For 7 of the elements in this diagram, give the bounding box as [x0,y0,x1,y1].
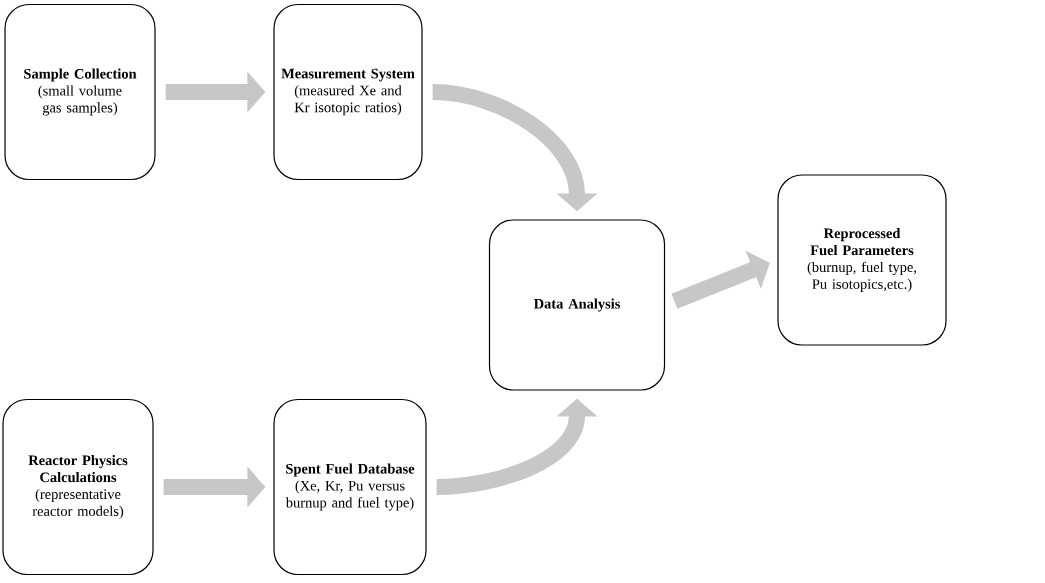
process-box: Reactor Physics Calculations (representative reactor models) [2,398,154,576]
process-box: Measurement System (measured Xe and Kr isotopic ratios) [273,3,423,181]
process-box: Spent Fuel Database (Xe, Kr, Pu versus burnup and fuel type) [273,398,427,576]
block-arrow [671,250,770,309]
process-box: Reprocessed Fuel Parameters (burnup, fuel type, Pu isotopics,etc.) [777,174,947,346]
process-box: Sample Collection (small volume gas samples) [4,3,156,181]
process-box: Data Analysis [488,219,666,391]
